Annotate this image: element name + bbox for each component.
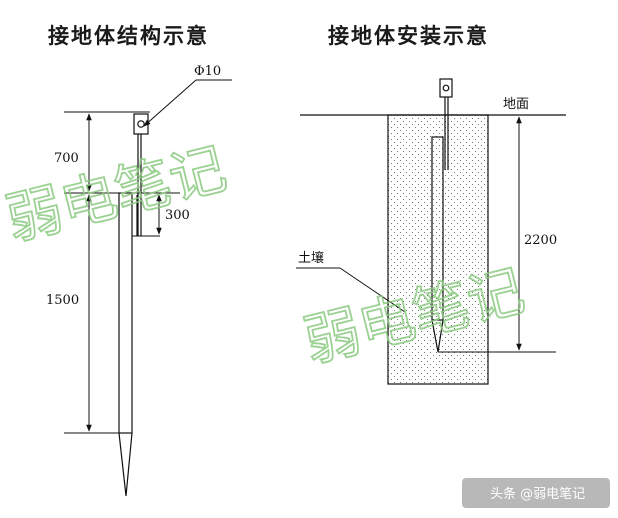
rod-tip bbox=[118, 432, 133, 497]
dimension-300-label: 300 bbox=[165, 208, 190, 223]
installed-rod bbox=[431, 78, 453, 353]
soil-pit bbox=[387, 114, 489, 385]
soil-label: 土壤 bbox=[298, 250, 324, 266]
installed-terminal-hole bbox=[442, 84, 450, 92]
installation-diagram: 接地体安装示意 地面 2200 土壤 bbox=[296, 24, 566, 385]
ground-label: 地面 bbox=[503, 97, 529, 112]
diameter-leader-arrow bbox=[143, 79, 197, 127]
rod-diameter-label: Φ10 bbox=[194, 64, 221, 79]
installation-title: 接地体安装示意 bbox=[328, 24, 489, 48]
structure-diagram: 接地体结构示意 700 300 1500 Φ10 bbox=[46, 24, 232, 497]
credit-badge: 头条 @弱电笔记 bbox=[462, 478, 610, 508]
ground-rod bbox=[118, 113, 149, 497]
dimension-1500-label: 1500 bbox=[46, 293, 79, 308]
soil-leader-line bbox=[339, 267, 406, 313]
dimension-2200-label: 2200 bbox=[524, 233, 557, 248]
installed-rod-body bbox=[431, 136, 444, 321]
dimension-700-label: 700 bbox=[54, 151, 79, 166]
credit-text: 头条 @弱电笔记 bbox=[490, 486, 585, 502]
terminal-hole bbox=[137, 120, 145, 128]
rod-body bbox=[118, 192, 133, 434]
credit-backdrop bbox=[462, 478, 610, 508]
structure-title: 接地体结构示意 bbox=[48, 24, 209, 48]
watermark-top: 弱电笔记 bbox=[0, 136, 233, 253]
installed-terminal-lug bbox=[439, 78, 453, 98]
